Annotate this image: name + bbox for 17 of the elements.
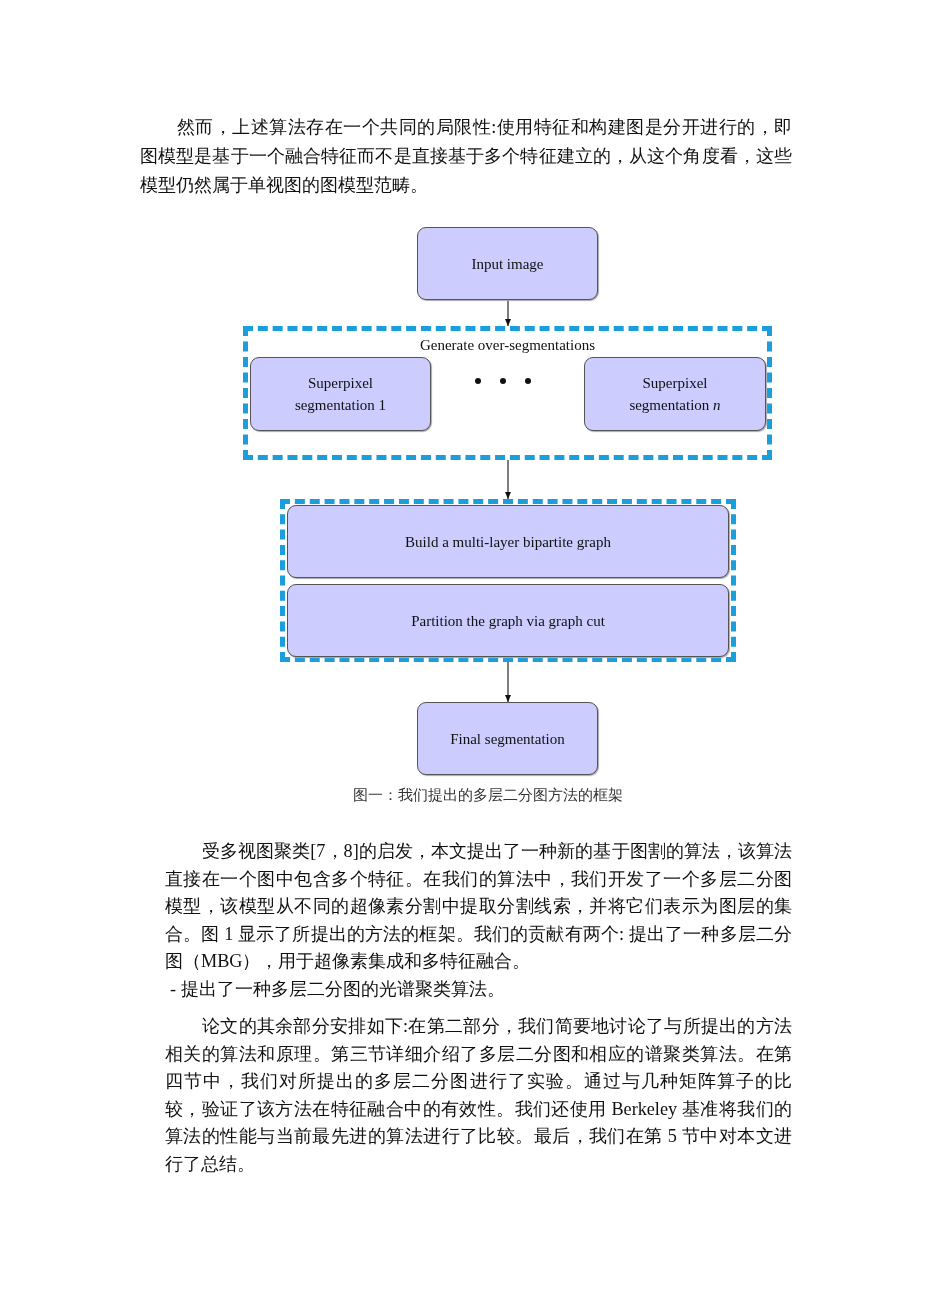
process-box: Superpixel segmentation n — [584, 357, 766, 431]
group-heading: Generate over-segmentations — [418, 337, 596, 354]
arrow — [505, 661, 511, 703]
process-box: Partition the graph via graph cut — [287, 584, 729, 657]
body-paragraph: 受多视图聚类[7，8]的启发，本文提出了一种新的基于图割的算法，该算法直接在一个图中包含多个特征。在我们的算法中，我们开发了一个多层二分图模型，该模型从不同的超像素分割中提取分割线索，并将它们表示为图层的集合。图 1 显示了所提出的方法的框架。我们的贡献有两个: 提出了一种多层二分图（MBG），用于超像素集成和多特征融合。 — [165, 840, 792, 973]
arrow — [505, 299, 511, 327]
process-box: Superpixel segmentation 1 — [250, 357, 431, 431]
dashed-group-box — [280, 499, 736, 662]
process-box: Final segmentation — [417, 702, 598, 775]
arrow — [505, 459, 511, 500]
figure-caption: 图一：我们提出的多层二分图方法的框架 — [352, 786, 624, 805]
body-paragraph: - 提出了一种多层二分图的光谱聚类算法。 — [170, 978, 506, 1001]
body-paragraph: 然而，上述算法存在一个共同的局限性:使用特征和构建图是分开进行的，即图模型是基于一个融合特征而不是直接基于多个特征建立的，从这个角度看，这些模型仍然属于单视图的图模型范畴。 — [140, 116, 792, 197]
process-box: Build a multi-layer bipartite graph — [287, 505, 729, 578]
body-paragraph: 论文的其余部分安排如下:在第二部分，我们简要地讨论了与所提出的方法相关的算法和原理。第三节详细介绍了多层二分图和相应的谱聚类算法。在第四节中，我们对所提出的多层二分图进行了实验。通过与几种矩阵算子的比较，验证了该方法在特征融合中的有效性。我们还使用 Berkeley 基准将我们的算法的性能与当前最先进的算法进行了比较。最后，我们在第 5 节中对本文进行了总结。 — [165, 1015, 792, 1176]
dashed-group-box — [243, 326, 772, 460]
process-box: Input image — [417, 227, 598, 300]
